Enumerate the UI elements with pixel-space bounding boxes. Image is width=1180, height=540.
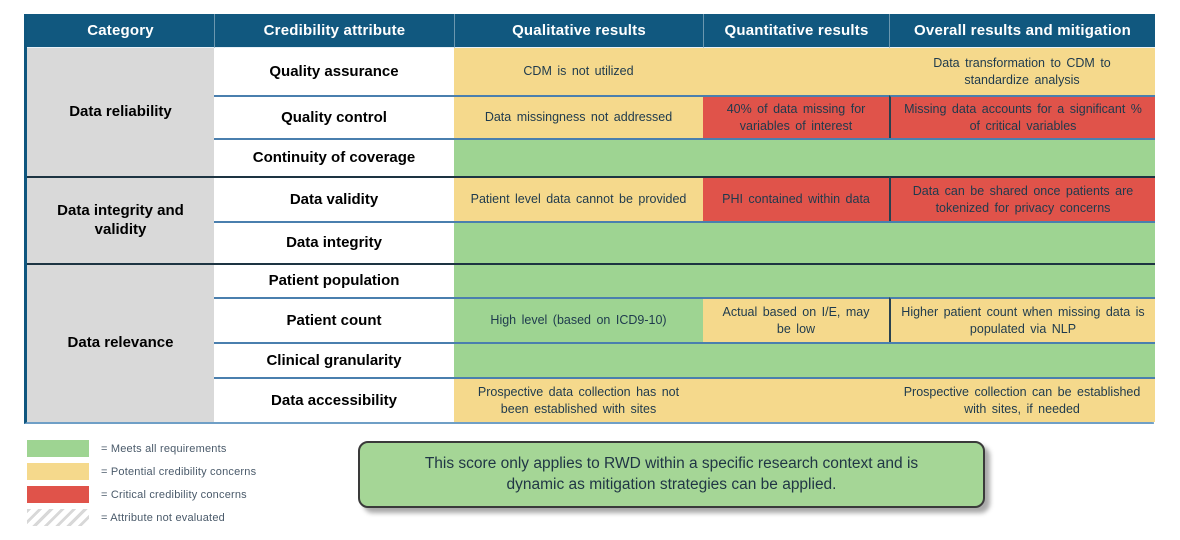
- result-cell-overall: Data can be shared once patients are tok…: [889, 176, 1155, 221]
- legend-item-critical-concerns: = Critical credibility concerns: [27, 486, 256, 503]
- legend-item-not-evaluated: = Attribute not evaluated: [27, 509, 256, 526]
- category-cell-data-reliability: Data reliability: [27, 48, 214, 176]
- legend-label: = Meets all requirements: [101, 442, 227, 455]
- attribute-cell: Data validity: [214, 176, 454, 221]
- attribute-cell: Patient count: [214, 297, 454, 342]
- result-cell-qualitative: CDM is not utilized: [454, 48, 889, 95]
- legend-item-meets-requirements: = Meets all requirements: [27, 440, 256, 457]
- attribute-cell: Clinical granularity: [214, 342, 454, 377]
- legend-item-potential-concerns: = Potential credibility concerns: [27, 463, 256, 480]
- attribute-cell: Quality assurance: [214, 48, 454, 95]
- result-cell-qualitative: High level (based on ICD9-10): [454, 297, 703, 342]
- attribute-cell: Quality control: [214, 95, 454, 138]
- result-cell-quantitative: Actual based on I/E, may be low: [703, 297, 889, 342]
- attribute-cell: Data integrity: [214, 221, 454, 263]
- yellow-swatch-icon: [27, 463, 89, 480]
- score-scope-note: This score only applies to RWD within a …: [358, 441, 985, 508]
- header-quantitative-results: Quantitative results: [703, 14, 889, 48]
- header-category: Category: [27, 14, 214, 48]
- credibility-table: Category Credibility attribute Qualitati…: [24, 14, 1155, 424]
- result-cell-qualitative: Data missingness not addressed: [454, 95, 703, 138]
- attribute-cell: Continuity of coverage: [214, 138, 454, 176]
- legend-label: = Critical credibility concerns: [101, 488, 247, 501]
- result-cell-overall: Prospective collection can be establishe…: [889, 377, 1155, 422]
- result-cell-overall: Higher patient count when missing data i…: [889, 297, 1155, 342]
- result-cell-merged-green: [454, 263, 1155, 297]
- result-cell-overall: Data transformation to CDM to standardiz…: [889, 48, 1155, 95]
- result-cell-quantitative: 40% of data missing for variables of int…: [703, 95, 889, 138]
- result-cell-merged-green: [454, 138, 1155, 176]
- category-cell-data-relevance: Data relevance: [27, 263, 214, 422]
- color-legend: = Meets all requirements = Potential cre…: [27, 440, 256, 532]
- result-cell-merged-green: [454, 221, 1155, 263]
- category-cell-data-integrity-validity: Data integrity and validity: [27, 176, 214, 263]
- attribute-cell: Data accessibility: [214, 377, 454, 422]
- header-qualitative-results: Qualitative results: [454, 14, 703, 48]
- legend-label: = Potential credibility concerns: [101, 465, 257, 478]
- red-swatch-icon: [27, 486, 89, 503]
- result-cell-quantitative: PHI contained within data: [703, 176, 889, 221]
- header-overall-results: Overall results and mitigation: [889, 14, 1155, 48]
- legend-label: = Attribute not evaluated: [101, 511, 225, 524]
- hatch-swatch-icon: [27, 509, 89, 526]
- header-credibility-attribute: Credibility attribute: [214, 14, 454, 48]
- result-cell-merged-green: [454, 342, 1155, 377]
- attribute-cell: Patient population: [214, 263, 454, 297]
- result-cell-qualitative: Prospective data collection has not been…: [454, 377, 889, 422]
- result-cell-qualitative: Patient level data cannot be provided: [454, 176, 703, 221]
- result-cell-overall: Missing data accounts for a significant …: [889, 95, 1155, 138]
- green-swatch-icon: [27, 440, 89, 457]
